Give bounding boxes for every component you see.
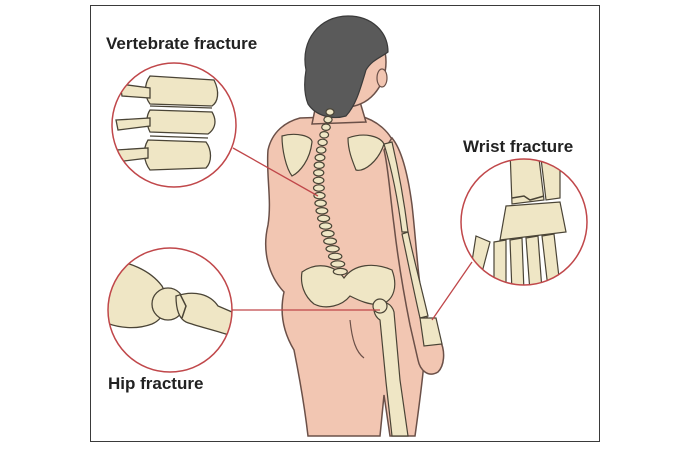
hand-bones (419, 317, 443, 347)
spine-vertebra (325, 108, 335, 116)
spine-vertebra (313, 191, 326, 200)
leader-wrist (431, 261, 473, 321)
spine-vertebra (312, 176, 325, 185)
human-body (265, 15, 445, 437)
wrist-fracture-label: Wrist fracture (463, 137, 574, 156)
spine-vertebra (312, 184, 325, 192)
spine-vertebra (317, 138, 328, 147)
spine-vertebra (321, 123, 331, 132)
vertebrate-callout (111, 62, 237, 188)
spine-vertebra (317, 214, 331, 223)
skeleton (281, 108, 443, 437)
spine (312, 108, 348, 276)
vertebrate-callout-ring (111, 62, 237, 188)
spine-vertebra (323, 237, 338, 246)
metacarpal-bones (469, 233, 561, 285)
spine-vertebra (323, 115, 333, 124)
ear (376, 68, 388, 88)
vertebrate-fracture-label: Vertebrate fracture (106, 34, 258, 53)
spine-vertebra (313, 169, 325, 177)
carpal-bones (499, 201, 567, 241)
hip-fracture-line (179, 293, 187, 319)
vertebra-top (144, 75, 219, 107)
hip-femoral-neck (175, 292, 232, 337)
hip-callout (107, 247, 233, 373)
spine-vertebra (319, 131, 330, 139)
spine-vertebra (330, 260, 346, 268)
hip-fracture-label: Hip fracture (108, 374, 204, 393)
vertebra-middle-fractured (146, 109, 216, 135)
spine-vertebra (332, 267, 348, 276)
spine-vertebra (314, 199, 327, 208)
buttock-line (349, 319, 365, 359)
fracture-line (511, 195, 545, 201)
left-scapula (281, 133, 313, 177)
right-scapula (347, 134, 385, 171)
spine-vertebra (314, 153, 326, 162)
spine-vertebra (315, 146, 327, 154)
hip-callout-ring (107, 247, 233, 373)
vertebra-disc-lines (149, 105, 213, 139)
wrist-callout-ring (460, 158, 588, 286)
leader-lines (231, 147, 473, 321)
spine-vertebra (320, 229, 335, 238)
hair (304, 15, 389, 119)
vertebra-bottom (143, 139, 212, 171)
femoral-head (372, 298, 388, 314)
spine-vertebra (313, 161, 325, 170)
radius-bone (509, 159, 545, 205)
spine-vertebra (315, 207, 329, 215)
wrist-callout (460, 158, 588, 286)
leader-vertebrate (232, 147, 319, 197)
forearm (401, 231, 429, 319)
spine-vertebra (318, 222, 333, 230)
spine-vertebra (327, 252, 343, 261)
spine-vertebra (325, 245, 340, 253)
